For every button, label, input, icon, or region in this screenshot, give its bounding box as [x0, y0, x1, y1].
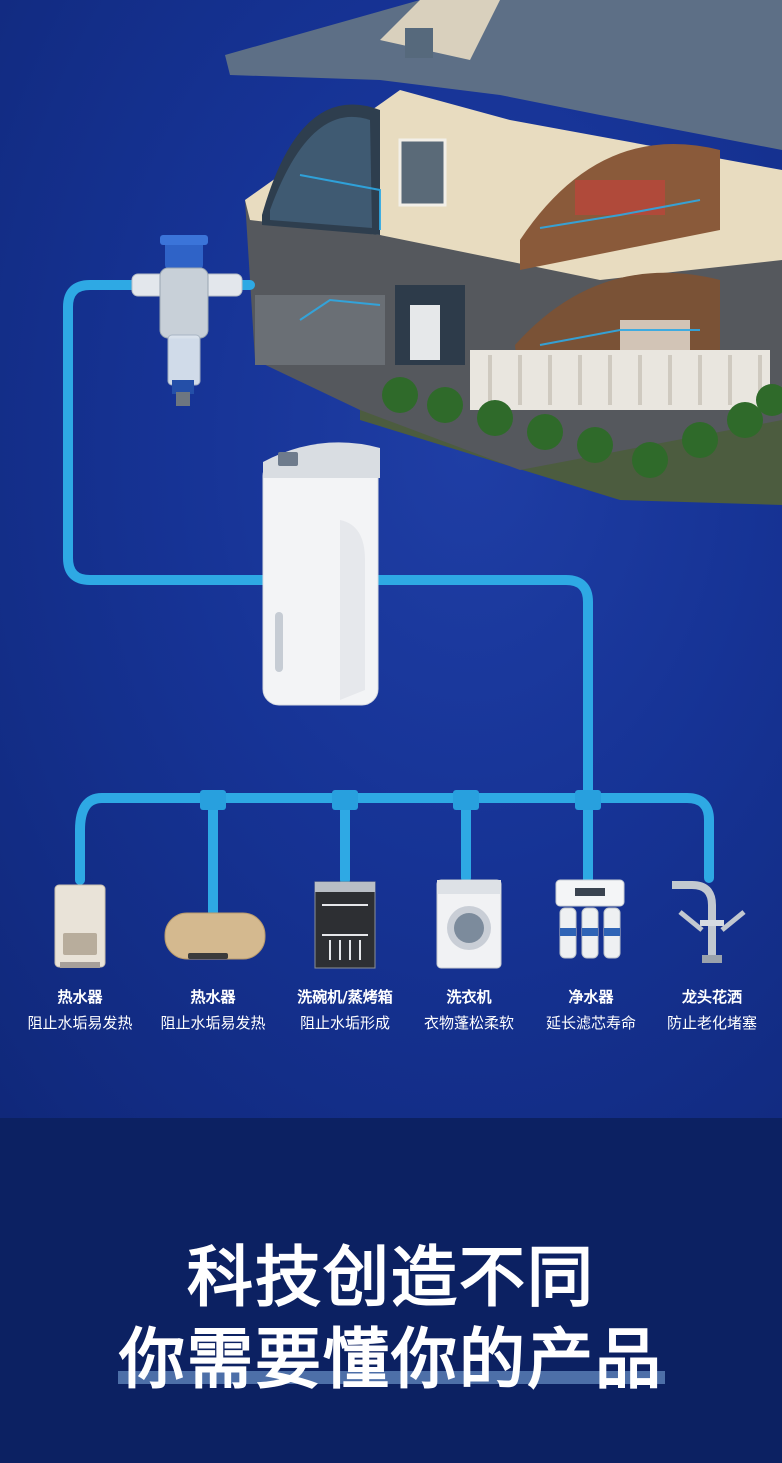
- appliance-caption-4: 洗衣机 衣物蓬松柔软: [399, 986, 539, 1035]
- appliance-benefit: 防止老化堵塞: [666, 1014, 757, 1032]
- washing-machine-icon: [436, 879, 502, 969]
- appliance-title: 洗衣机: [446, 988, 492, 1006]
- electric-water-heater-icon: [164, 912, 266, 960]
- water-purifier-icon: [555, 879, 625, 959]
- piping-diagram: [63, 0, 782, 917]
- faucet-icon: [672, 881, 746, 963]
- pipe-joints: [200, 790, 601, 810]
- appliance-caption-2: 热水器 阻止水垢易发热: [143, 986, 283, 1035]
- appliance-icons: [54, 879, 746, 969]
- appliance-caption-3: 洗碗机/蒸烤箱 阻止水垢形成: [275, 986, 415, 1035]
- hero-section: 热水器 阻止水垢易发热 热水器 阻止水垢易发热 洗碗机/蒸烤箱 阻止水垢形成 洗…: [0, 0, 782, 1118]
- appliance-benefit: 衣物蓬松柔软: [423, 1014, 514, 1032]
- water-pipes: [63, 280, 714, 917]
- appliance-caption-6: 龙头花洒 防止老化堵塞: [642, 986, 782, 1035]
- appliance-benefit: 阻止水垢易发热: [27, 1014, 133, 1032]
- appliance-caption-5: 净水器 延长滤芯寿命: [521, 986, 661, 1035]
- appliance-benefit: 延长滤芯寿命: [545, 1014, 636, 1032]
- pre-filter-device: [131, 235, 243, 406]
- gas-water-heater-icon: [54, 884, 106, 968]
- appliance-title: 净水器: [568, 988, 614, 1006]
- appliance-title: 热水器: [190, 988, 236, 1006]
- appliance-benefit: 阻止水垢易发热: [160, 1014, 266, 1032]
- slogan-section: [0, 1118, 782, 1463]
- dishwasher-icon: [314, 881, 376, 969]
- appliance-benefit: 阻止水垢形成: [299, 1014, 390, 1032]
- appliance-title: 热水器: [57, 988, 103, 1006]
- appliance-title: 龙头花洒: [681, 988, 742, 1006]
- slogan-underline: [118, 1371, 665, 1384]
- house-illustration: [225, 0, 782, 505]
- appliance-title: 洗碗机/蒸烤箱: [297, 988, 393, 1006]
- water-softener-device: [262, 442, 380, 706]
- appliance-caption-1: 热水器 阻止水垢易发热: [10, 986, 150, 1035]
- slogan-line-2: 你需要懂你的产品: [119, 1321, 663, 1398]
- slogan-line-1: 科技创造不同: [187, 1239, 595, 1316]
